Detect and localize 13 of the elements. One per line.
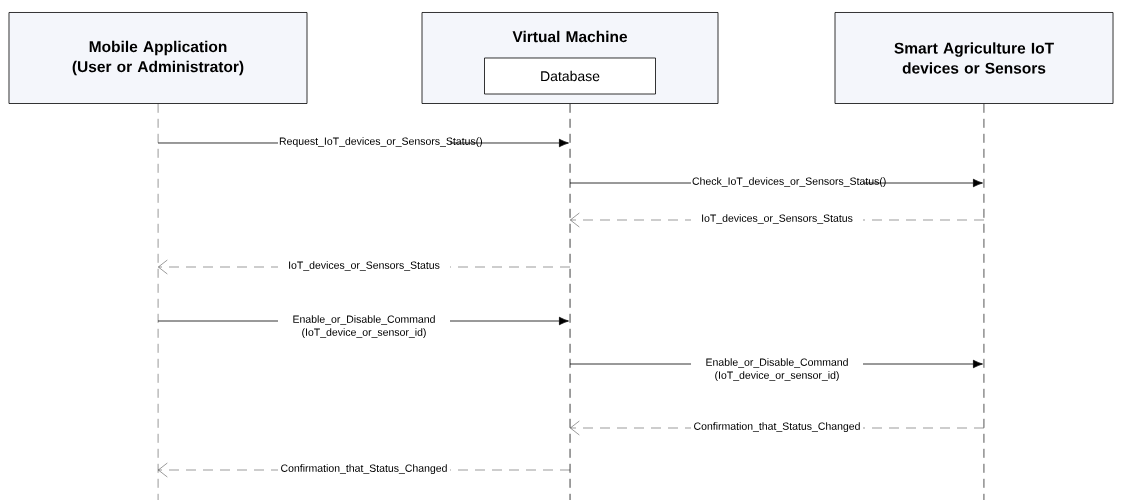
message-label: IoT_devices_or_Sensors_Status xyxy=(278,260,450,272)
participant-box: Smart Agriculture IoT devices or Sensors xyxy=(834,12,1114,104)
message-label: Request_IoT_devices_or_Sensors_Status() xyxy=(278,136,482,148)
message-label: Confirmation_that_Status_Changed xyxy=(691,421,863,433)
message-label: Confirmation_that_Status_Changed xyxy=(278,463,450,475)
participant-box: Mobile Application (User or Administrator) xyxy=(8,12,308,104)
lifeline xyxy=(983,103,985,500)
lifeline xyxy=(569,103,571,500)
message-label: Enable_or_Disable_Command (IoT_device_or_sensor_id) xyxy=(691,357,863,382)
message-label: Check_IoT_devices_or_Sensors_Status() xyxy=(691,176,886,188)
inner-box: Database xyxy=(484,57,656,95)
message-label: Enable_or_Disable_Command (IoT_device_or_sensor_id) xyxy=(278,314,450,339)
message-label: IoT_devices_or_Sensors_Status xyxy=(691,213,863,225)
